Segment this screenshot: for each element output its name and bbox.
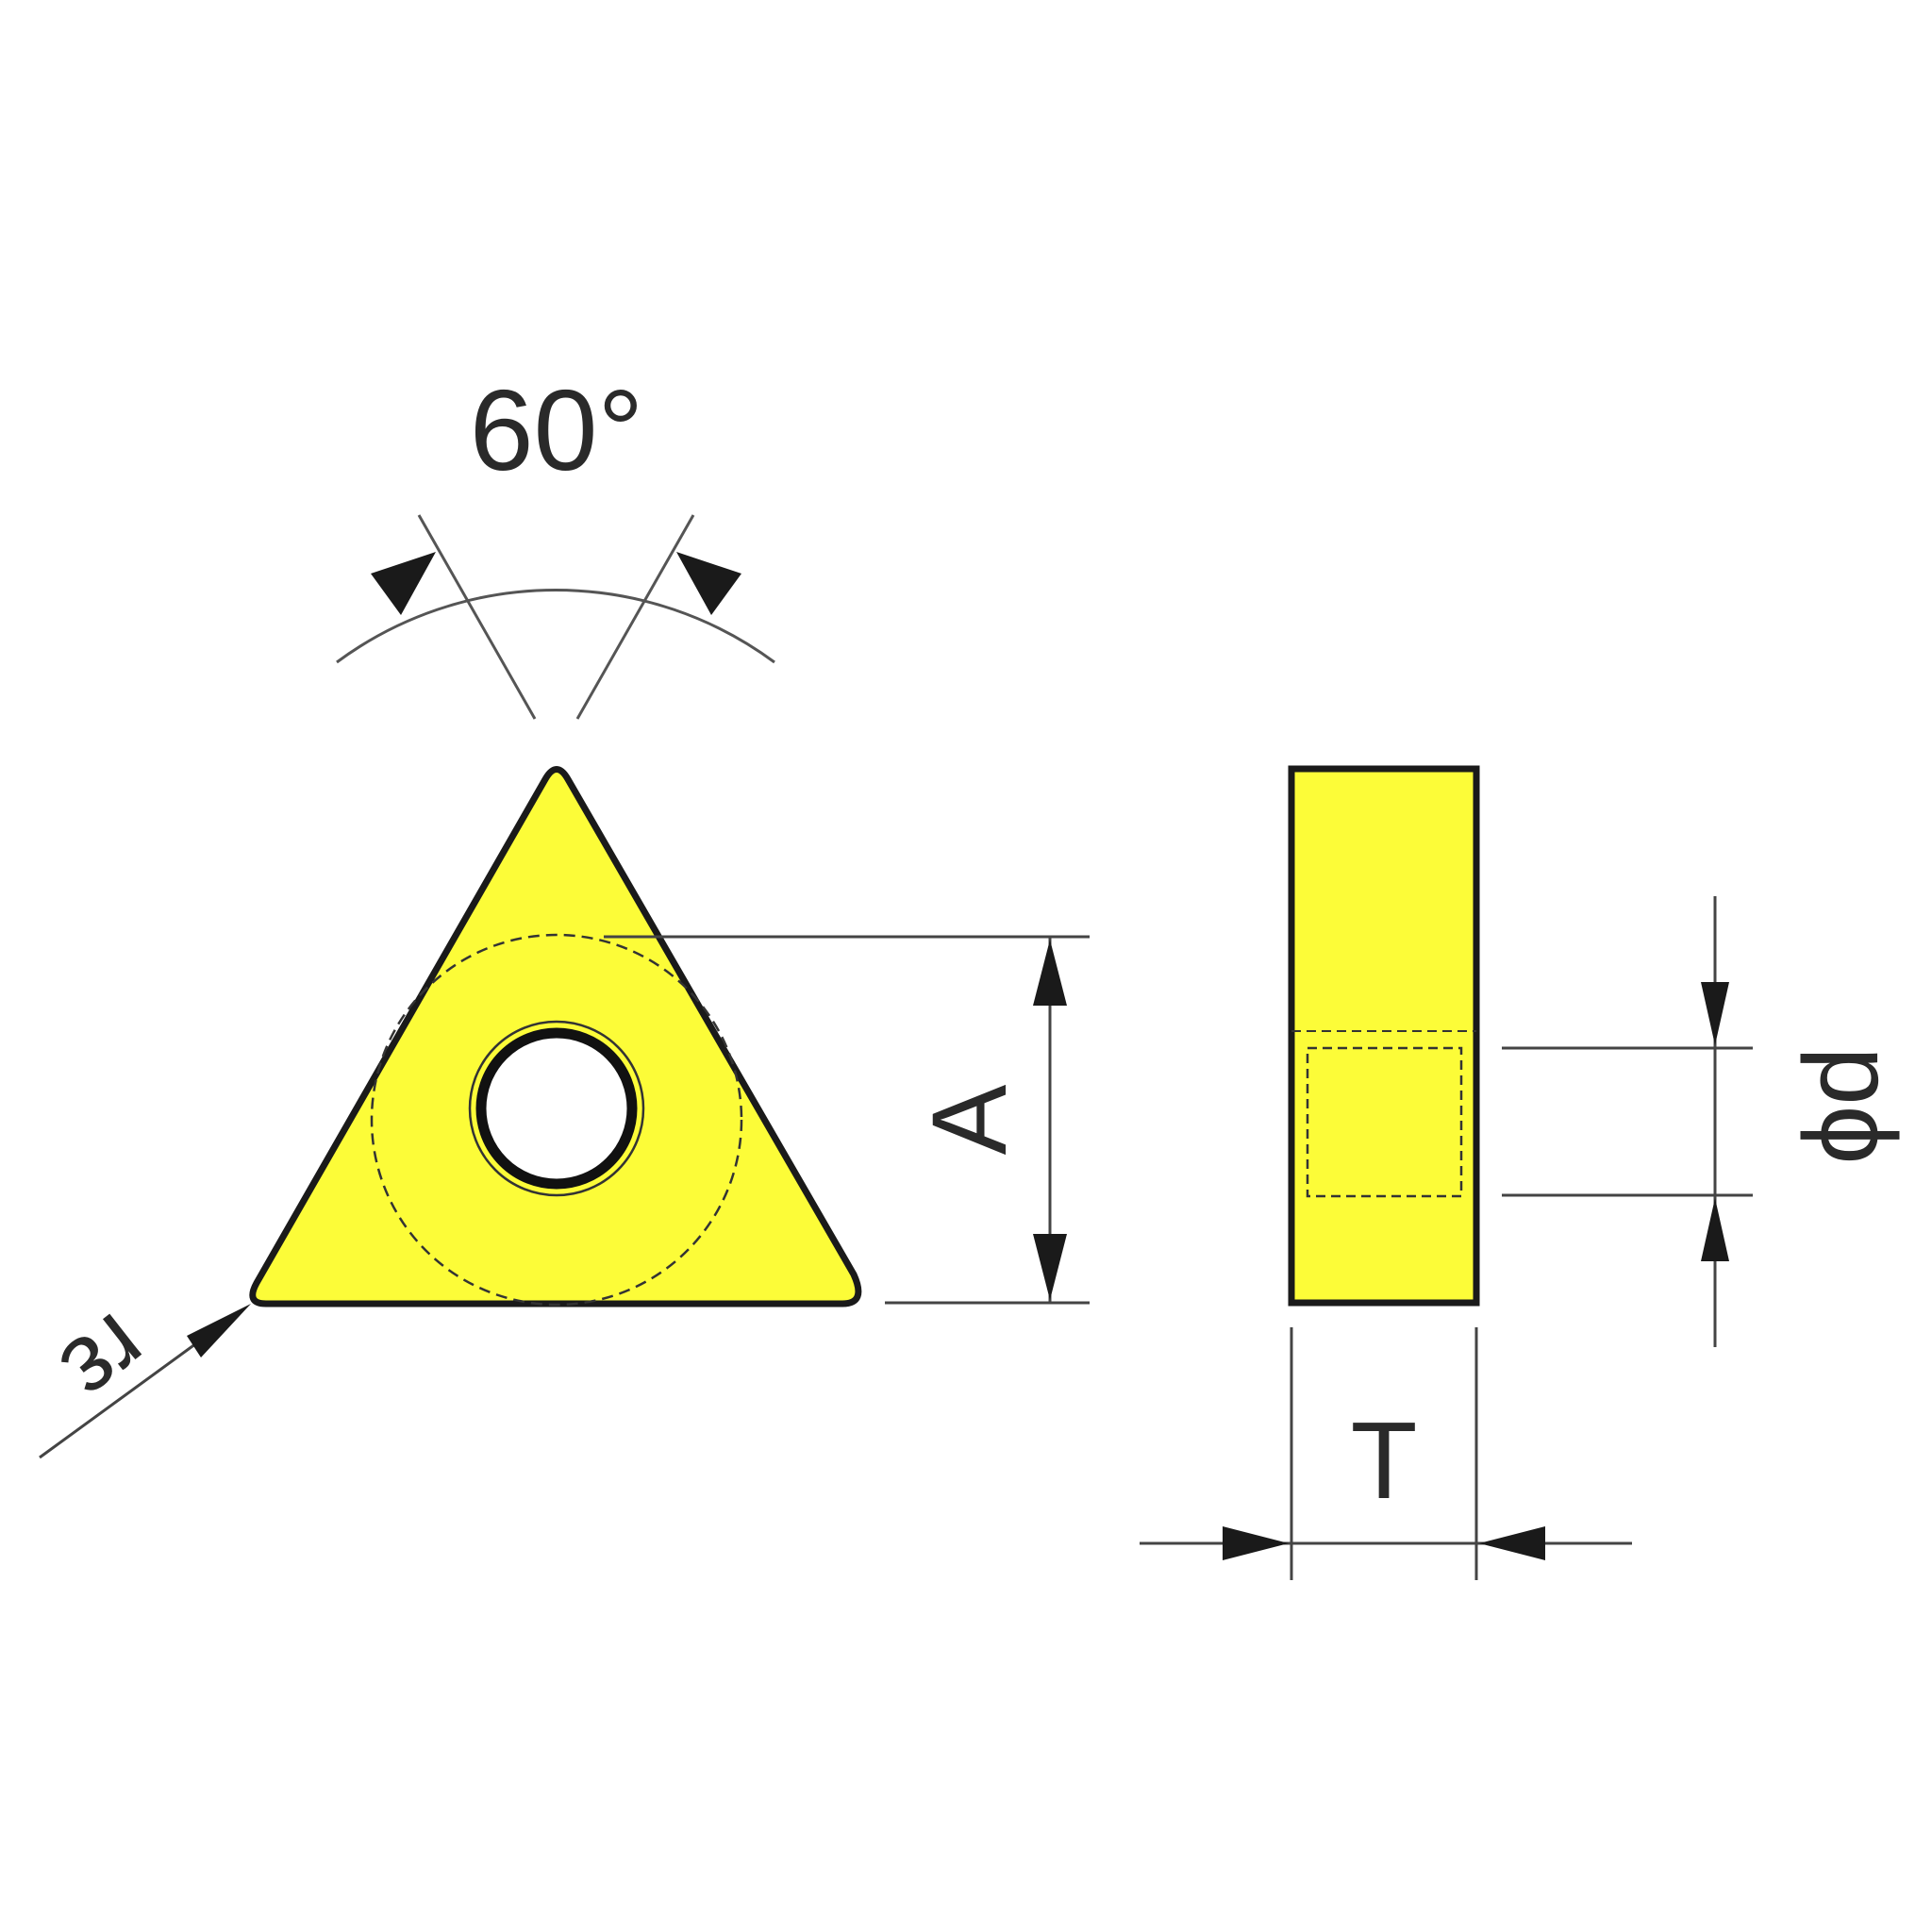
a-arrow-bottom bbox=[1033, 1234, 1067, 1300]
corner-radius-dimension: rε bbox=[39, 1292, 251, 1459]
side-view-body bbox=[1288, 765, 1480, 1307]
angle-arrow-right bbox=[676, 552, 741, 615]
d-label: ϕd bbox=[1782, 1046, 1900, 1164]
hole-outer-ring bbox=[468, 1020, 645, 1197]
hole-hidden-outline bbox=[1306, 1046, 1463, 1198]
radius-arrow bbox=[187, 1304, 251, 1357]
t-label: T bbox=[1351, 1399, 1418, 1522]
angle-dimension: 60° bbox=[336, 366, 775, 720]
angle-label: 60° bbox=[470, 366, 644, 494]
angle-arc bbox=[336, 589, 775, 664]
inscribed-circle bbox=[370, 933, 743, 1307]
t-arrow-left bbox=[1223, 1526, 1289, 1560]
t-arrow-right bbox=[1479, 1526, 1545, 1560]
angle-arrow-left bbox=[371, 552, 436, 615]
a-label: A bbox=[910, 1084, 1028, 1155]
d-arrow-top bbox=[1701, 982, 1729, 1045]
dimension-t: T bbox=[1140, 1327, 1632, 1580]
dimension-phi-d: ϕd bbox=[1502, 896, 1900, 1347]
insert-side-view bbox=[1288, 765, 1480, 1307]
a-arrow-top bbox=[1033, 940, 1067, 1006]
insert-top-view bbox=[249, 766, 862, 1307]
radius-label: rε bbox=[42, 1292, 169, 1425]
angle-extension-line-right bbox=[575, 514, 695, 720]
d-arrow-bottom bbox=[1701, 1198, 1729, 1261]
dimension-a: A bbox=[604, 935, 1090, 1305]
angle-extension-line-left bbox=[417, 514, 537, 720]
center-hole bbox=[475, 1027, 638, 1190]
